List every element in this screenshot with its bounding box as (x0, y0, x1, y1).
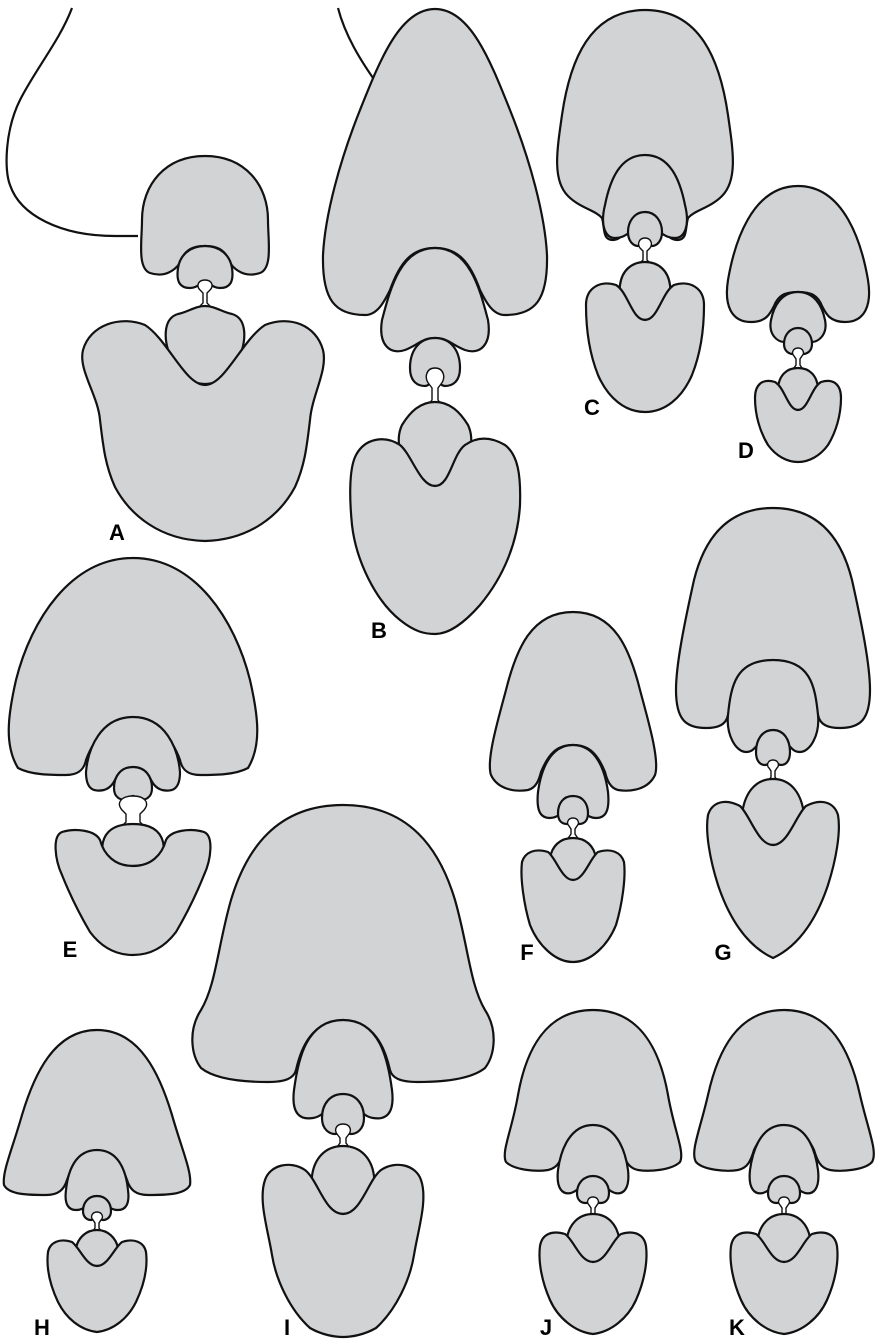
panel-label-e: E (63, 937, 78, 962)
panel-label-h: H (34, 1315, 50, 1339)
panel-g: G (676, 508, 870, 965)
panel-label-j: J (540, 1315, 552, 1339)
panel-label-b: B (371, 618, 387, 643)
panel-label-f: F (520, 940, 533, 965)
panel-label-d: D (738, 438, 754, 463)
panel-label-g: G (714, 940, 731, 965)
panel-a: A (7, 8, 378, 545)
panel-label-k: K (729, 1315, 745, 1339)
panel-c: C (557, 10, 733, 420)
panel-i: I (192, 805, 493, 1339)
panel-d: D (727, 186, 869, 463)
panel-j: J (505, 1010, 682, 1339)
panel-f: F (490, 612, 656, 965)
panel-h: H (4, 1030, 191, 1339)
panel-e: E (9, 558, 258, 962)
panel-k: K (694, 1010, 874, 1339)
small-segment-e (114, 767, 152, 800)
panel-label-i: I (284, 1315, 290, 1339)
panel-label-c: C (584, 395, 600, 420)
panel-label-a: A (109, 520, 125, 545)
panel-b: B (323, 9, 547, 643)
